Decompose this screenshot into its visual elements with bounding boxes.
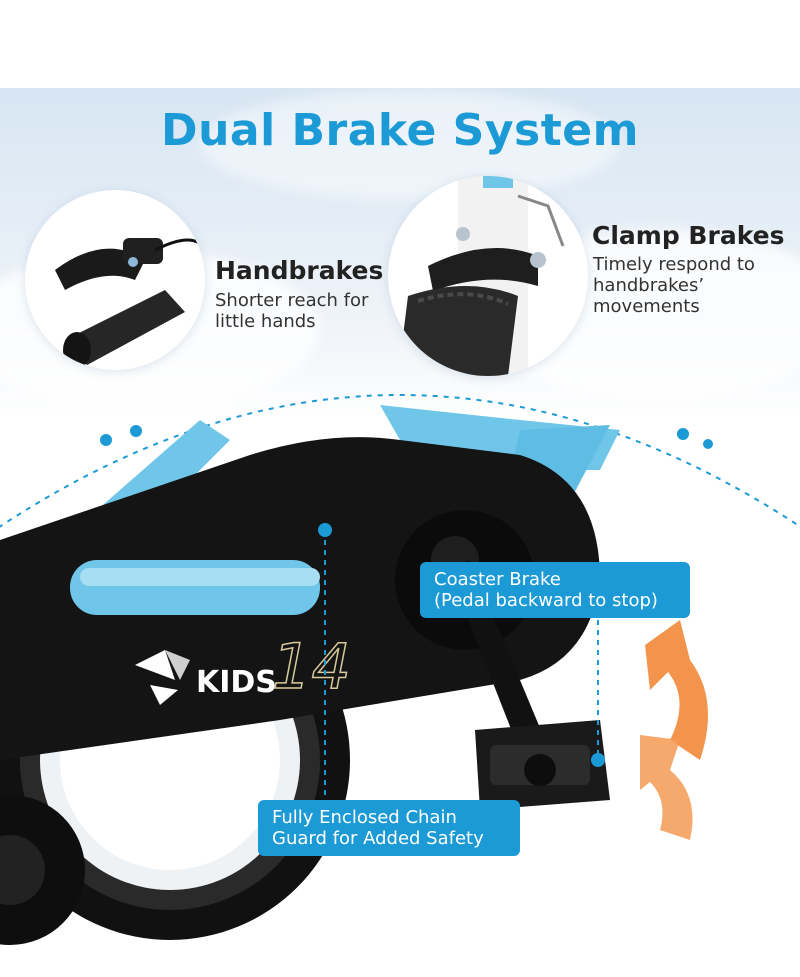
logo-size: 14	[272, 630, 351, 703]
pedal	[475, 720, 610, 810]
coaster-brake-line: Coaster Brake	[434, 569, 561, 590]
logo-brand: KIDS	[196, 665, 277, 700]
clamp-brakes-desc-line: movements	[593, 296, 700, 317]
arc-dot	[677, 428, 689, 440]
chain-guard-line: Fully Enclosed Chain	[272, 807, 457, 828]
handbrakes-image	[25, 190, 205, 370]
kids-14-logo: KIDS 14	[135, 629, 352, 705]
clamp-brakes-desc-line: handbrakes’	[593, 275, 705, 296]
handbrakes-title: Handbrakes	[215, 256, 384, 285]
handbrakes-desc: Shorter reach for little hands	[215, 290, 368, 332]
clamp-brakes-title: Clamp Brakes	[592, 221, 785, 250]
handbrakes-desc-line: Shorter reach for	[215, 290, 369, 311]
chain-guard-line: Guard for Added Safety	[272, 828, 484, 849]
clamp-brakes-desc-line: Timely respond to	[593, 254, 755, 275]
handbrakes-desc-line: little hands	[215, 311, 316, 332]
arc-dot	[703, 439, 713, 449]
backward-pedal-arrows	[640, 620, 708, 840]
cloud	[200, 90, 620, 200]
dashed-arc	[0, 394, 800, 528]
coaster-brake-line: (Pedal backward to stop)	[434, 590, 658, 611]
chain-guard-callout: Fully Enclosed Chain Guard for Added Saf…	[258, 800, 520, 856]
arc-dot	[100, 434, 112, 446]
training-wheel	[0, 795, 85, 945]
page-title: Dual Brake System	[161, 105, 639, 156]
clamp-brakes-image	[388, 176, 588, 376]
coaster-brake-callout: Coaster Brake (Pedal backward to stop)	[420, 562, 690, 618]
arc-dot	[130, 425, 142, 437]
clamp-brakes-desc: Timely respond to handbrakes’ movements	[593, 254, 755, 317]
